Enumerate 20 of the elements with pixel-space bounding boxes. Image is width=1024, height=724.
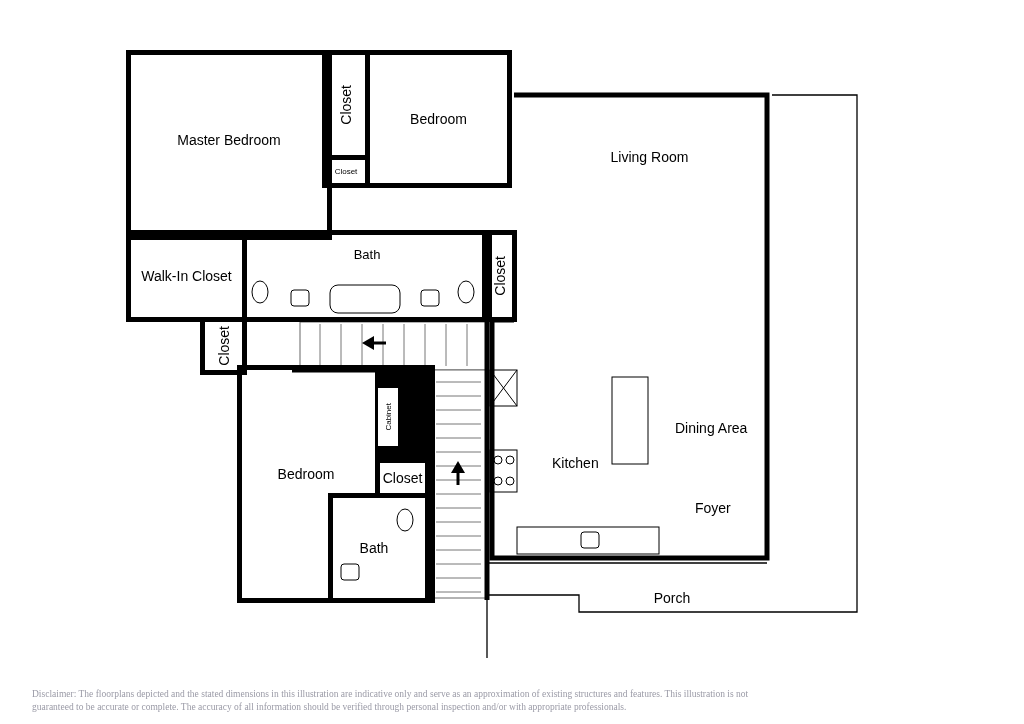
room-label: Bedroom <box>277 466 335 482</box>
room-label: Living Room <box>610 148 689 165</box>
room-label: Closet <box>491 256 508 296</box>
room-label: Closet <box>382 470 423 486</box>
room-wall <box>126 50 332 240</box>
room-label: Bath <box>353 246 381 262</box>
room-label: Bath <box>359 540 389 556</box>
room-label: Master Bedroom <box>177 132 281 148</box>
room-label: Walk-In Closet <box>141 268 232 284</box>
room-label: Closet <box>334 167 358 176</box>
room-label: Bedroom <box>410 111 467 127</box>
room-label: Cabinet <box>383 403 393 431</box>
room-label: Foyer <box>695 500 731 516</box>
room-label: Kitchen <box>552 455 599 471</box>
room-label: Dining Area <box>675 420 748 436</box>
room-label: Porch <box>653 590 691 606</box>
room-label: Closet <box>338 85 354 125</box>
room-wall <box>482 230 517 322</box>
room-label: Closet <box>215 326 232 366</box>
disclaimer-text: Disclaimer: The floorplans depicted and the stated dimensions in this illustration are indicative only and serve as an approximation of existing structures and features. This illustration is not guaranteed to be accurate or complete. The accuracy of all information should be verified through personal inspection and/or with appropriate professionals. <box>32 688 750 714</box>
